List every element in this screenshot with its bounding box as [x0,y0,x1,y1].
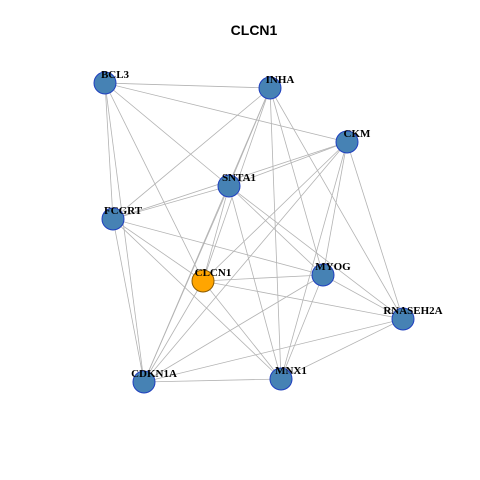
edge-myog-cdkn1a [143,274,324,383]
edge-bcl3-clcn1 [104,82,204,282]
edge-snta1-mnx1 [228,185,282,380]
edge-rnaseh2a-cdkn1a [143,318,404,383]
edge-ckm-clcn1 [202,141,348,282]
edge-ckm-snta1 [228,141,348,187]
edge-snta1-fcgrt [112,185,230,220]
node-label-ckm: CKM [344,128,372,140]
node-ckm: CKM [335,128,372,154]
edge-fcgrt-mnx1 [112,218,282,380]
edge-fcgrt-cdkn1a [112,218,145,383]
node-circle-bcl3 [93,71,117,95]
edge-fcgrt-clcn1 [112,218,204,282]
edge-snta1-rnaseh2a [228,185,404,320]
node-cdkn1a: CDKN1A [131,368,177,394]
node-circle-ckm [335,130,359,154]
edge-ckm-myog [322,141,348,276]
node-clcn1: CLCN1 [191,267,232,293]
edge-cdkn1a-mnx1 [143,378,282,383]
node-rnaseh2a: RNASEH2A [383,305,443,331]
edge-ckm-mnx1 [280,141,348,380]
node-mnx1: MNX1 [269,365,307,391]
node-circle-mnx1 [269,367,293,391]
edge-myog-mnx1 [280,274,324,380]
edge-bcl3-cdkn1a [104,82,145,383]
edge-snta1-myog [228,185,324,276]
node-inha: INHA [258,74,295,100]
edge-ckm-rnaseh2a [346,141,404,320]
diagram-title: CLCN1 [231,22,278,38]
edge-snta1-cdkn1a [143,185,230,383]
node-label-clcn1: CLCN1 [195,267,232,279]
edge-inha-myog [269,87,324,276]
node-circle-myog [311,263,335,287]
edge-clcn1-mnx1 [202,280,282,380]
edge-bcl3-snta1 [104,82,230,187]
node-myog: MYOG [311,261,351,287]
node-circle-clcn1 [191,269,215,293]
edge-bcl3-inha [104,82,271,89]
node-fcgrt: FCGRT [101,205,143,231]
node-bcl3: BCL3 [93,69,130,95]
node-circle-fcgrt [101,207,125,231]
edge-inha-rnaseh2a [269,87,404,320]
node-circle-rnaseh2a [391,307,415,331]
edge-layer [104,82,404,383]
node-label-cdkn1a: CDKN1A [131,368,177,380]
edge-ckm-cdkn1a [143,141,348,383]
node-label-inha: INHA [266,74,295,86]
edge-inha-mnx1 [269,87,282,380]
node-circle-cdkn1a [132,370,156,394]
node-label-snta1: SNTA1 [222,172,256,184]
node-label-fcgrt: FCGRT [104,205,143,217]
edge-bcl3-fcgrt [104,82,114,220]
edge-fcgrt-myog [112,218,324,276]
edge-clcn1-rnaseh2a [202,280,404,320]
node-label-myog: MYOG [315,261,351,273]
edge-inha-fcgrt [112,87,271,220]
edge-clcn1-cdkn1a [143,280,204,383]
node-label-rnaseh2a: RNASEH2A [383,305,442,317]
node-label-mnx1: MNX1 [275,365,307,377]
edge-snta1-clcn1 [202,185,230,282]
node-circle-snta1 [217,174,241,198]
node-label-bcl3: BCL3 [101,69,130,81]
edge-rnaseh2a-mnx1 [280,318,404,380]
edge-clcn1-myog [202,274,324,282]
edge-myog-rnaseh2a [322,274,404,320]
node-snta1: SNTA1 [217,172,256,198]
node-circle-inha [258,76,282,100]
edge-bcl3-ckm [104,82,348,143]
